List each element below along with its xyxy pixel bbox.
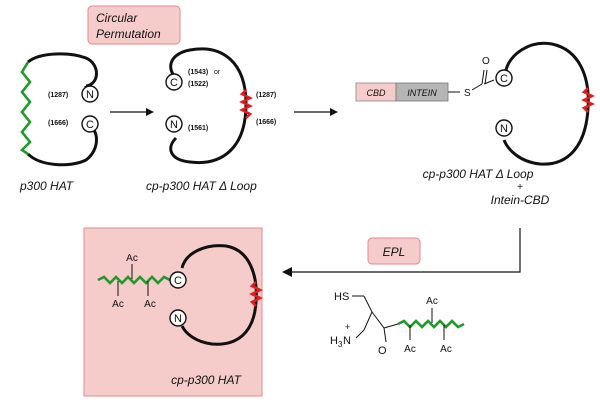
c-terminus-icon-2 bbox=[165, 73, 183, 91]
n-terminus-label-3: N bbox=[500, 123, 508, 135]
intein-label: INTEIN bbox=[407, 88, 437, 98]
amine-h: H bbox=[330, 335, 338, 347]
amine-n: N bbox=[343, 335, 351, 347]
n-terminus-label: N bbox=[86, 89, 94, 101]
synthetic-peptide: HS + H 3 N O bbox=[330, 291, 465, 357]
residue-1666-label: (1666) bbox=[48, 120, 68, 127]
epl-connector bbox=[290, 228, 521, 273]
residue-1543-label: (1543) bbox=[188, 69, 208, 76]
c-terminus-label: C bbox=[86, 119, 94, 131]
plus-charge: + bbox=[345, 322, 350, 332]
cp-p300-loop-structure bbox=[169, 47, 253, 165]
red-linker-segment-2 bbox=[581, 87, 595, 113]
c-terminus-icon bbox=[81, 115, 99, 133]
intein-fused-structure bbox=[502, 41, 595, 166]
sulfur-atom: S bbox=[464, 88, 471, 99]
n-terminus-label-2: N bbox=[170, 119, 178, 131]
epl-label: EPL bbox=[383, 245, 406, 259]
acetyl-label-4: Ac bbox=[426, 296, 438, 307]
residue-1522-label: (1522) bbox=[188, 81, 208, 88]
epl-box bbox=[367, 237, 421, 265]
n-terminus-label-4: N bbox=[174, 313, 182, 325]
arrow-right-icon-2 bbox=[294, 108, 338, 116]
acetyl-label-2: Ac bbox=[112, 299, 124, 310]
carbonyl-oxygen: O bbox=[378, 345, 387, 357]
cp-p300-loop-label: cp-p300 HAT Δ Loop bbox=[146, 179, 257, 193]
n-terminus-icon-4 bbox=[169, 309, 187, 327]
residue-1666-label-2: (1666) bbox=[256, 119, 276, 126]
green-loop-segment bbox=[19, 61, 32, 156]
n-terminus-icon bbox=[81, 85, 99, 103]
green-peptide-final bbox=[97, 275, 171, 285]
acetyl-label-1: Ac bbox=[126, 253, 138, 264]
c-terminus-label-2: C bbox=[170, 77, 178, 89]
residue-1561-label: (1561) bbox=[188, 125, 208, 132]
n-terminus-icon-2 bbox=[165, 115, 183, 133]
acetyl-label-5: Ac bbox=[404, 344, 416, 355]
cp-p300-hat-label: cp-p300 HAT bbox=[171, 373, 242, 387]
final-structure bbox=[97, 244, 263, 346]
red-linker-segment bbox=[239, 89, 253, 119]
residue-1287-label: (1287) bbox=[48, 92, 68, 99]
circular-permutation-label-line2: Permutation bbox=[96, 27, 161, 41]
c-terminus-icon-3 bbox=[495, 69, 513, 87]
acetyl-label-3: Ac bbox=[144, 299, 156, 310]
circular-permutation-box bbox=[87, 5, 181, 45]
red-linker-segment-3 bbox=[249, 281, 263, 307]
n-terminus-icon-3 bbox=[495, 119, 513, 137]
circular-permutation-label-line1: Circular bbox=[96, 11, 138, 25]
arrow-right-icon bbox=[110, 108, 154, 116]
cp-p300-loop-label-2: cp-p300 HAT Δ Loop bbox=[423, 167, 534, 181]
cbd-label: CBD bbox=[366, 88, 386, 98]
c-terminus-label-4: C bbox=[174, 275, 182, 287]
p300-hat-structure bbox=[19, 52, 98, 167]
c-terminus-icon-4 bbox=[169, 271, 187, 289]
green-peptide-synthetic bbox=[397, 319, 465, 329]
residue-or-label: or bbox=[214, 69, 221, 76]
residue-1287-label-2: (1287) bbox=[256, 92, 276, 99]
thioester-oxygen: O bbox=[482, 56, 490, 67]
acetyl-label-6: Ac bbox=[440, 344, 452, 355]
p300-hat-label: p300 HAT bbox=[19, 179, 75, 193]
arrow-left-icon bbox=[282, 267, 292, 277]
plus-sign: + bbox=[517, 182, 523, 193]
intein-cbd-label: Intein-CBD bbox=[491, 193, 550, 207]
c-terminus-label-3: C bbox=[500, 73, 508, 85]
thiol-label: HS bbox=[334, 291, 349, 303]
amine-sub: 3 bbox=[338, 340, 343, 349]
